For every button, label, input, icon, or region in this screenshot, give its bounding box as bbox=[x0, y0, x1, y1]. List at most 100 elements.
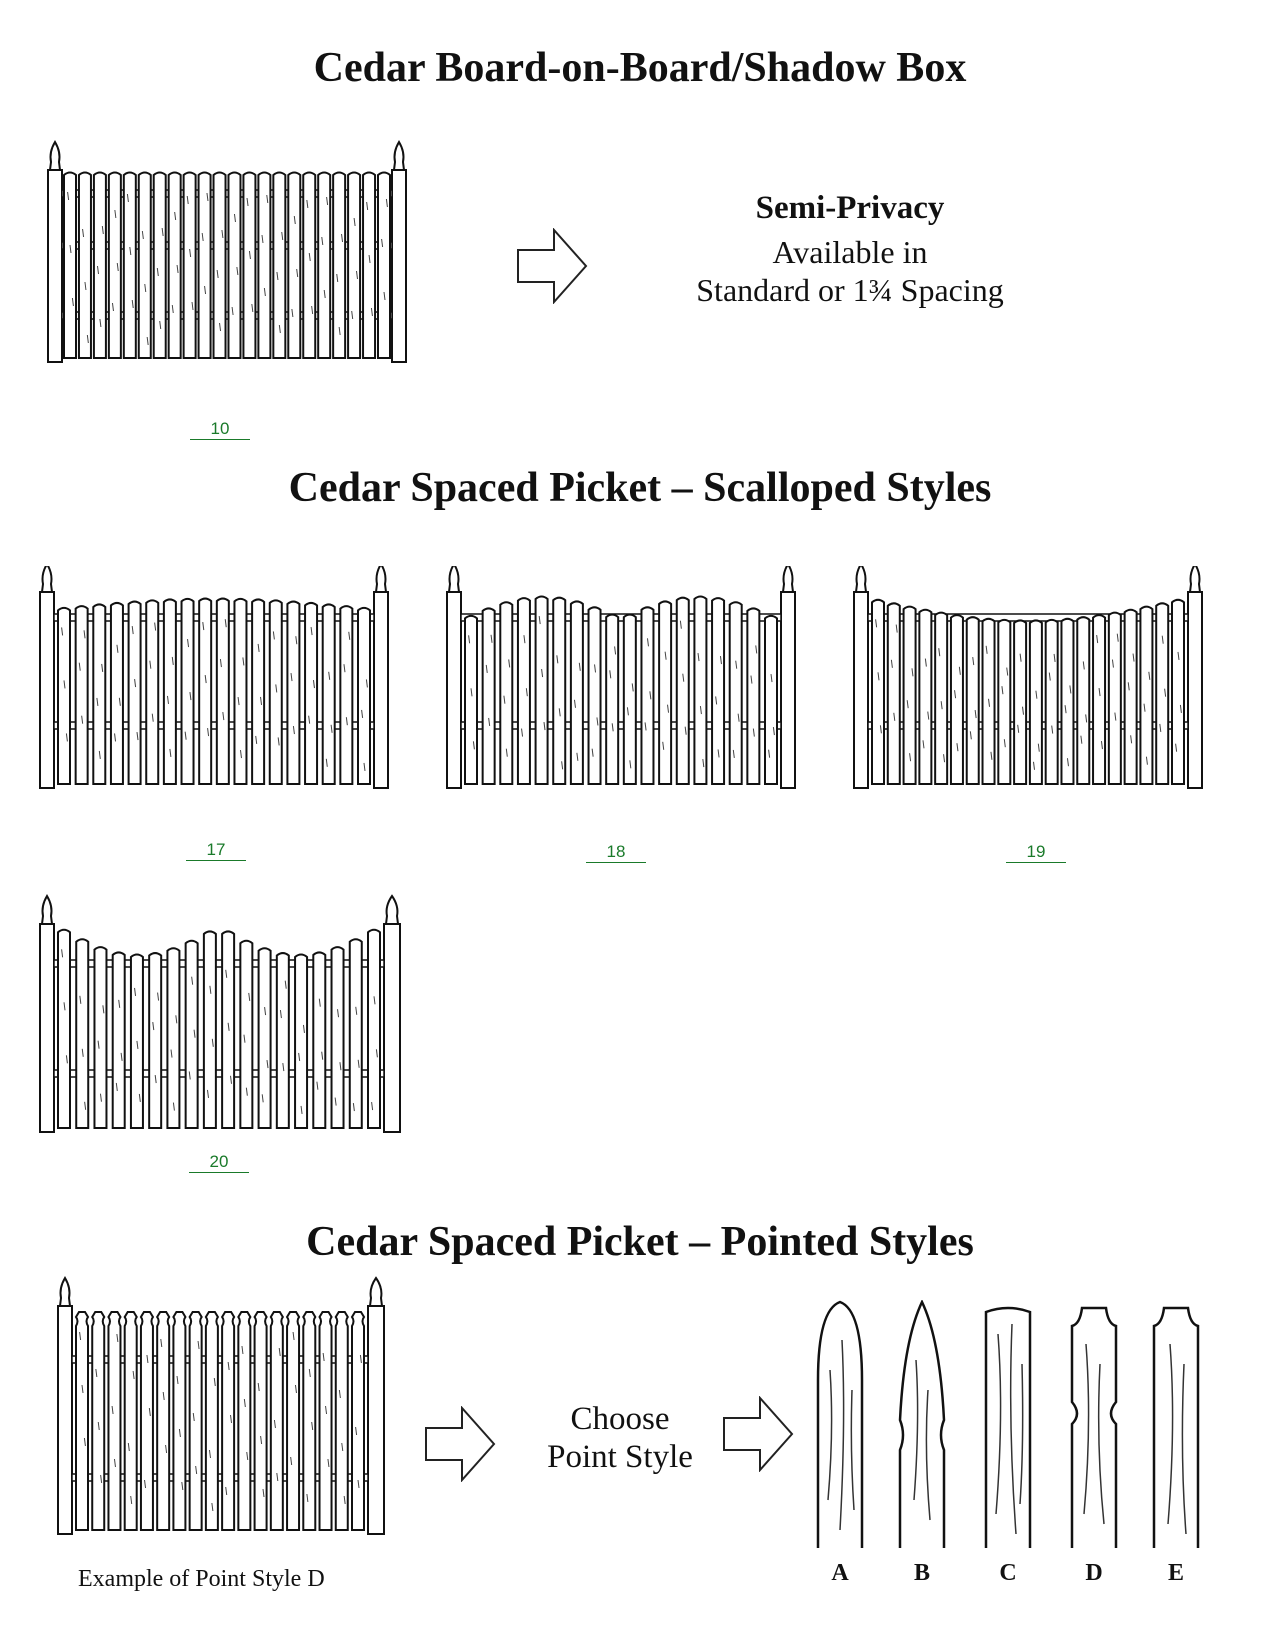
fence-picket bbox=[166, 947, 181, 1129]
fence-picket bbox=[949, 614, 964, 785]
info-line-2: Standard or 1¾ Spacing bbox=[696, 272, 1004, 308]
fence-picket bbox=[237, 1311, 252, 1531]
section2-title: Cedar Spaced Picket – Scalloped Styles bbox=[288, 465, 992, 511]
fence-picket bbox=[934, 611, 949, 785]
point-style-label-c: C bbox=[999, 1560, 1017, 1586]
fence-picket bbox=[287, 171, 302, 359]
fence-post bbox=[383, 894, 401, 1133]
fence-picket bbox=[464, 614, 478, 785]
fence-picket bbox=[272, 171, 287, 359]
fence-picket bbox=[339, 605, 354, 785]
fence-picket bbox=[1013, 619, 1028, 785]
style-number-20: 20 bbox=[189, 1153, 249, 1173]
fence-picket bbox=[481, 607, 496, 785]
fence-post bbox=[47, 140, 63, 363]
fence-picket bbox=[516, 597, 531, 785]
fence-picket bbox=[257, 171, 272, 359]
fence-picket bbox=[92, 603, 107, 785]
fence-picket bbox=[63, 171, 77, 359]
fence-post bbox=[39, 566, 55, 789]
fence-rail bbox=[71, 1473, 369, 1482]
fence-picket bbox=[587, 606, 602, 785]
fence-picket bbox=[188, 1311, 203, 1531]
fence-picket bbox=[220, 1311, 236, 1531]
fence-picket bbox=[1092, 614, 1107, 785]
fence-rail bbox=[53, 721, 375, 730]
fence-picket bbox=[622, 613, 637, 785]
fence-picket bbox=[1139, 605, 1154, 785]
fence-picket bbox=[148, 952, 163, 1129]
fence-picket bbox=[711, 597, 726, 785]
fence-post bbox=[367, 1276, 385, 1535]
fence-picket bbox=[1076, 616, 1091, 785]
fence-picket bbox=[318, 1311, 333, 1531]
fence-picket bbox=[499, 601, 514, 785]
fence-picket bbox=[285, 1311, 301, 1531]
fence-picket bbox=[321, 603, 336, 785]
fence-picket bbox=[746, 607, 761, 785]
fence-illustration-style-20 bbox=[36, 890, 426, 1140]
style-number-19: 19 bbox=[1006, 843, 1066, 863]
fence-picket bbox=[204, 1311, 220, 1531]
fence-picket bbox=[552, 596, 567, 785]
fence-picket bbox=[1107, 611, 1122, 785]
point-style-c-icon bbox=[980, 1304, 1036, 1555]
fence-rail bbox=[53, 1069, 385, 1078]
fence-picket bbox=[93, 946, 108, 1129]
fence-picket bbox=[212, 171, 227, 359]
fence-picket bbox=[317, 171, 332, 359]
fence-picket bbox=[997, 618, 1012, 785]
fence-picket bbox=[180, 597, 195, 785]
fence-picket bbox=[253, 1311, 268, 1531]
fence-picket bbox=[172, 1311, 187, 1531]
fence-rail bbox=[53, 959, 385, 968]
fence-picket bbox=[167, 171, 182, 359]
fence-picket bbox=[137, 171, 152, 359]
fence-picket bbox=[92, 171, 107, 359]
fence-picket bbox=[198, 597, 213, 785]
fence-picket bbox=[74, 1311, 90, 1531]
fence-picket bbox=[334, 1311, 349, 1531]
fence-picket bbox=[728, 601, 743, 785]
point-style-label-d: D bbox=[1085, 1560, 1103, 1586]
fence-picket bbox=[1028, 619, 1043, 785]
fence-picket bbox=[1123, 608, 1138, 785]
fence-picket bbox=[362, 171, 377, 359]
fence-illustration-style-18 bbox=[443, 566, 823, 796]
fence-picket bbox=[215, 597, 230, 785]
fence-picket bbox=[1155, 602, 1170, 785]
point-style-label-b: B bbox=[913, 1560, 930, 1586]
fence-picket bbox=[122, 171, 137, 359]
point-style-a-icon bbox=[812, 1300, 868, 1555]
fence-picket bbox=[1044, 618, 1059, 785]
fence-picket bbox=[640, 606, 655, 785]
fence-rail bbox=[460, 721, 782, 730]
fence-picket bbox=[197, 171, 212, 359]
fence-post bbox=[446, 566, 462, 789]
fence-picket bbox=[107, 1311, 122, 1531]
fence-picket bbox=[357, 606, 371, 785]
fence-illustration-style-10 bbox=[40, 140, 440, 380]
fence-picket bbox=[312, 951, 327, 1129]
fence-picket bbox=[348, 938, 363, 1129]
point-style-label-e: E bbox=[1167, 1560, 1184, 1586]
fence-post bbox=[780, 566, 796, 789]
section1-title: Cedar Board-on-Board/Shadow Box bbox=[313, 45, 967, 91]
fence-picket bbox=[57, 606, 71, 785]
fence-picket bbox=[302, 171, 317, 359]
fence-picket bbox=[965, 616, 980, 785]
fence-picket bbox=[57, 928, 71, 1129]
fence-picket bbox=[221, 930, 236, 1129]
fence-rail bbox=[460, 613, 782, 622]
fence-picket bbox=[294, 953, 309, 1129]
fence-picket bbox=[332, 171, 347, 359]
fence-rail bbox=[61, 311, 393, 320]
fence-picket bbox=[658, 600, 673, 785]
fence-picket bbox=[251, 598, 266, 785]
fence-picket bbox=[304, 601, 319, 785]
fence-picket bbox=[74, 605, 89, 785]
fence-picket bbox=[569, 600, 584, 785]
fence-post bbox=[39, 894, 55, 1133]
choose-line-2: Point Style bbox=[547, 1439, 693, 1475]
fence-illustration-point-style-d-example bbox=[52, 1276, 408, 1540]
